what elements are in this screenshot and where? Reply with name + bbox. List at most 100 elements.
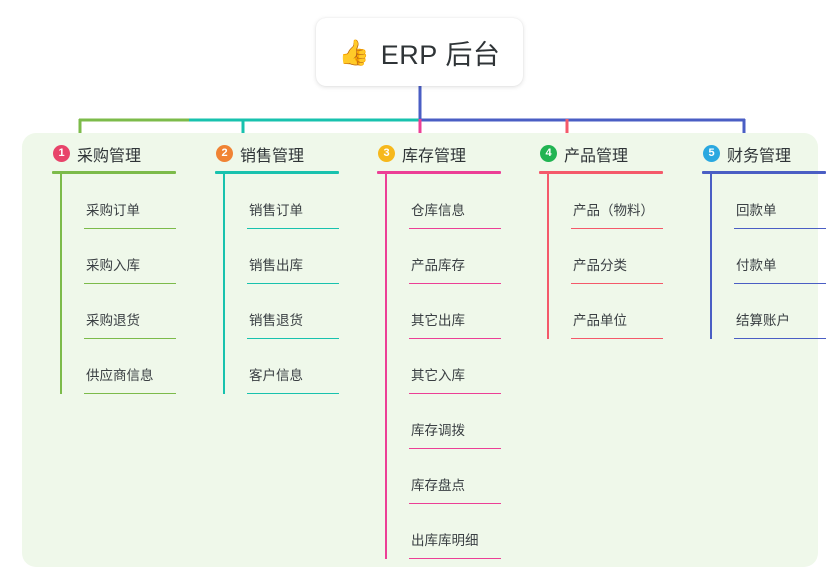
- branch-item-label: 销售订单: [249, 203, 303, 218]
- branch-item[interactable]: 库存调拨: [386, 394, 512, 449]
- branch-item-underline: [247, 337, 339, 339]
- thumbs-up-icon: 👍: [338, 38, 370, 67]
- branch-item-underline: [84, 227, 176, 229]
- branch-item-label: 其它入库: [411, 368, 465, 383]
- branch-item-underline: [734, 227, 826, 229]
- branch-item[interactable]: 库存盘点: [386, 449, 512, 504]
- branch-item-label: 供应商信息: [86, 368, 154, 383]
- branch-column-3: 3 库存管理仓库信息产品库存其它出库其它入库库存调拨库存盘点出库库明细: [362, 133, 512, 559]
- branch-item-label: 库存调拨: [411, 423, 465, 438]
- branch-item[interactable]: 供应商信息: [61, 339, 187, 394]
- branches-panel: 1 采购管理采购订单采购入库采购退货供应商信息 2 销售管理销售订单销售出库销售退货客…: [22, 133, 826, 567]
- branch-item[interactable]: 结算账户: [711, 284, 837, 339]
- branch-item-label: 回款单: [736, 203, 777, 218]
- branch-header-1[interactable]: 1 采购管理: [37, 133, 187, 174]
- branch-item-label: 产品单位: [573, 313, 627, 328]
- branch-item-label: 结算账户: [736, 313, 790, 328]
- branch-item[interactable]: 产品单位: [548, 284, 674, 339]
- branch-item-label: 产品库存: [411, 258, 465, 273]
- branch-header-underline: [377, 171, 501, 174]
- branch-number-badge: 3: [378, 145, 395, 162]
- branch-title: 产品管理: [564, 147, 629, 165]
- branch-header-underline: [539, 171, 663, 174]
- branch-item-underline: [409, 392, 501, 394]
- branch-header-4[interactable]: 4 产品管理: [524, 133, 674, 174]
- branch-column-5: 5 财务管理回款单付款单结算账户: [687, 133, 837, 339]
- branch-item[interactable]: 客户信息: [224, 339, 350, 394]
- branch-item-underline: [409, 447, 501, 449]
- branch-item-label: 其它出库: [411, 313, 465, 328]
- branch-title: 库存管理: [402, 147, 467, 165]
- branch-item[interactable]: 产品库存: [386, 229, 512, 284]
- branch-item-label: 采购退货: [86, 313, 140, 328]
- branch-item-underline: [409, 282, 501, 284]
- root-node[interactable]: 👍 ERP 后台: [316, 18, 523, 86]
- branch-items-3: 仓库信息产品库存其它出库其它入库库存调拨库存盘点出库库明细: [362, 174, 512, 559]
- branch-number-badge: 5: [703, 145, 720, 162]
- branch-item[interactable]: 采购退货: [61, 284, 187, 339]
- branch-header-underline: [702, 171, 826, 174]
- branch-item[interactable]: 其它入库: [386, 339, 512, 394]
- branch-item-underline: [247, 392, 339, 394]
- branch-item-underline: [247, 282, 339, 284]
- branch-spine: [223, 174, 225, 394]
- branch-header-underline: [52, 171, 176, 174]
- branch-item-label: 库存盘点: [411, 478, 465, 493]
- branch-items-1: 采购订单采购入库采购退货供应商信息: [37, 174, 187, 394]
- branch-number-badge: 2: [216, 145, 233, 162]
- branch-item-underline: [409, 337, 501, 339]
- branch-item-label: 出库库明细: [411, 533, 479, 548]
- branch-item-underline: [571, 227, 663, 229]
- branch-item-label: 销售出库: [249, 258, 303, 273]
- branch-items-4: 产品（物料） 产品分类产品单位: [524, 174, 674, 339]
- branch-item[interactable]: 采购入库: [61, 229, 187, 284]
- branch-item-label: 产品分类: [573, 258, 627, 273]
- branch-column-1: 1 采购管理采购订单采购入库采购退货供应商信息: [37, 133, 187, 394]
- branch-item-underline: [247, 227, 339, 229]
- branch-item-underline: [84, 282, 176, 284]
- branch-item[interactable]: 其它出库: [386, 284, 512, 339]
- branch-item[interactable]: 销售出库: [224, 229, 350, 284]
- branch-item[interactable]: 销售订单: [224, 174, 350, 229]
- branch-item-label: 付款单: [736, 258, 777, 273]
- branch-item-underline: [734, 282, 826, 284]
- root-node-label: ERP 后台: [380, 39, 501, 70]
- branch-item-label: 采购订单: [86, 203, 140, 218]
- branch-number-badge: 1: [53, 145, 70, 162]
- branch-item[interactable]: 采购订单: [61, 174, 187, 229]
- branch-column-2: 2 销售管理销售订单销售出库销售退货客户信息: [200, 133, 350, 394]
- branch-item-label: 销售退货: [249, 313, 303, 328]
- branch-item-label: 采购入库: [86, 258, 140, 273]
- branch-item[interactable]: 出库库明细: [386, 504, 512, 559]
- branch-items-5: 回款单付款单结算账户: [687, 174, 837, 339]
- branch-item-underline: [571, 337, 663, 339]
- branch-items-2: 销售订单销售出库销售退货客户信息: [200, 174, 350, 394]
- branch-item-underline: [734, 337, 826, 339]
- branch-title: 销售管理: [240, 147, 305, 165]
- branch-item-underline: [409, 557, 501, 559]
- branch-spine: [385, 174, 387, 559]
- branch-item-underline: [571, 282, 663, 284]
- branch-header-3[interactable]: 3 库存管理: [362, 133, 512, 174]
- branch-spine: [710, 174, 712, 339]
- branch-number-badge: 4: [540, 145, 557, 162]
- branch-spine: [547, 174, 549, 339]
- branch-item-label: 仓库信息: [411, 203, 465, 218]
- branch-header-2[interactable]: 2 销售管理: [200, 133, 350, 174]
- branch-title: 财务管理: [727, 147, 792, 165]
- branch-title: 采购管理: [77, 147, 142, 165]
- branch-item[interactable]: 销售退货: [224, 284, 350, 339]
- branch-item[interactable]: 产品分类: [548, 229, 674, 284]
- branch-item-label: 客户信息: [249, 368, 303, 383]
- branch-item[interactable]: 付款单: [711, 229, 837, 284]
- branch-item-label: 产品（物料）: [573, 203, 654, 218]
- branch-column-4: 4 产品管理产品（物料） 产品分类产品单位: [524, 133, 674, 339]
- branch-item-underline: [409, 227, 501, 229]
- branch-item[interactable]: 仓库信息: [386, 174, 512, 229]
- branch-item[interactable]: 回款单: [711, 174, 837, 229]
- branch-header-5[interactable]: 5 财务管理: [687, 133, 837, 174]
- branch-item-underline: [409, 502, 501, 504]
- branch-item-underline: [84, 392, 176, 394]
- branch-item-underline: [84, 337, 176, 339]
- branch-item[interactable]: 产品（物料）: [548, 174, 674, 229]
